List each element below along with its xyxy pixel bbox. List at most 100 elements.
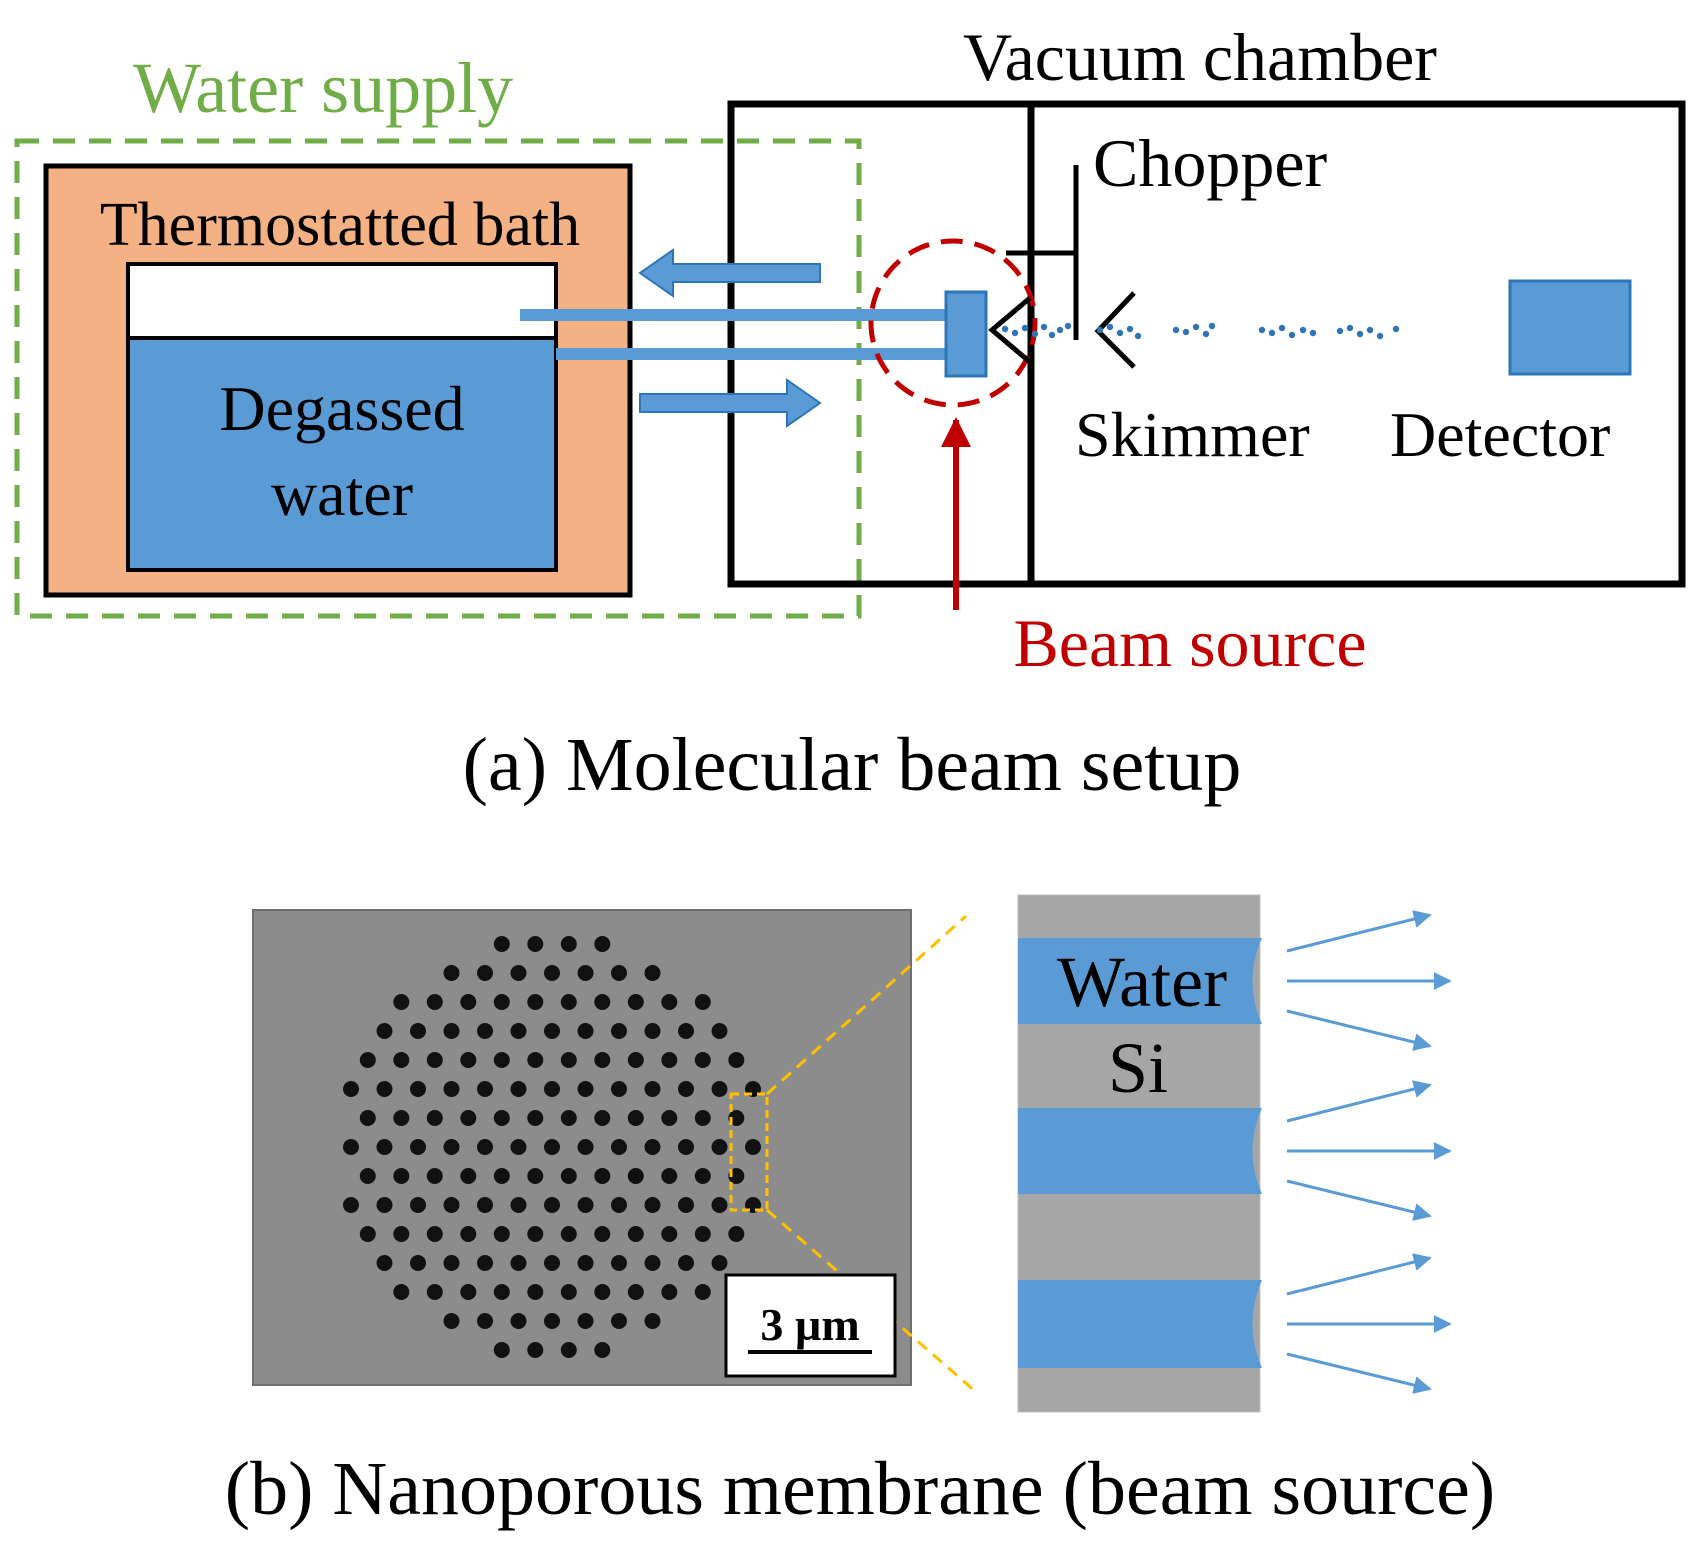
water-label-line2: water — [271, 458, 413, 529]
nanopore — [711, 1197, 728, 1213]
nanopore — [661, 1226, 678, 1242]
nanopore — [711, 1023, 728, 1039]
nanopore — [393, 994, 410, 1010]
nanopore — [644, 1023, 661, 1039]
nanopore — [426, 1284, 443, 1300]
nanopore — [611, 1197, 627, 1213]
nanopore — [594, 1342, 611, 1358]
zoom-region — [729, 1092, 769, 1212]
circulation-arrow-return — [638, 248, 821, 298]
nanopore — [678, 1023, 694, 1039]
nanopore — [426, 1052, 443, 1068]
nanopore — [410, 1197, 426, 1213]
nanopore — [611, 1313, 627, 1329]
nanopore — [694, 1168, 711, 1184]
nanopore — [694, 1226, 711, 1242]
nanopore — [611, 1255, 627, 1271]
nanopore — [493, 1284, 510, 1300]
nanopore — [644, 1313, 661, 1329]
beam-source-label: Beam source — [1013, 605, 1366, 681]
nanopore — [694, 1284, 711, 1300]
nanopore — [594, 1168, 611, 1184]
evaporation-arrow — [1286, 1352, 1432, 1394]
nanopore — [544, 1197, 560, 1213]
nanopore — [644, 1139, 661, 1155]
nanopore — [376, 1081, 393, 1097]
nanopore — [527, 1110, 544, 1126]
vacuum-chamber-label: Vacuum chamber — [963, 19, 1437, 95]
evaporation-arrow — [1286, 1009, 1432, 1051]
nanopore — [560, 1226, 577, 1242]
nanopore — [359, 1168, 376, 1184]
nanopore — [544, 965, 560, 981]
nanopore — [560, 1342, 577, 1358]
nanopore — [661, 1284, 678, 1300]
nanopore — [728, 1052, 745, 1068]
nanopore — [443, 1255, 460, 1271]
nanopore — [460, 1110, 477, 1126]
nanopore — [661, 994, 678, 1010]
beam-source-highlight — [868, 238, 1038, 408]
nanopore — [527, 1052, 544, 1068]
nanopore — [393, 1284, 410, 1300]
nanopore — [577, 1313, 594, 1329]
water-label-line1: Degassed — [219, 373, 464, 444]
nanopore — [477, 965, 493, 981]
nanopore — [493, 1226, 510, 1242]
nanopore — [443, 965, 460, 981]
scale-bar-label: 3 µm — [760, 1299, 859, 1350]
nanopore — [644, 1255, 661, 1271]
nanopore — [510, 1139, 527, 1155]
nanopore — [560, 936, 577, 952]
nanopore — [611, 1139, 627, 1155]
nanopore — [711, 1255, 728, 1271]
nanopore — [594, 936, 611, 952]
circulation-arrow-supply — [639, 378, 822, 428]
nanopore — [376, 1197, 393, 1213]
nanopore — [627, 1284, 644, 1300]
nanopore — [577, 1139, 594, 1155]
nanopore — [493, 994, 510, 1010]
nanopore — [410, 1139, 426, 1155]
nanopore — [594, 1110, 611, 1126]
supply-tube-upper — [520, 309, 948, 321]
nanopore — [493, 1342, 510, 1358]
nanopore — [594, 994, 611, 1010]
nanopore — [627, 1052, 644, 1068]
nanopore — [510, 965, 527, 981]
nanopore — [594, 1226, 611, 1242]
nanopore — [460, 1284, 477, 1300]
nanopore — [493, 1052, 510, 1068]
nanopore — [644, 1197, 661, 1213]
nanopore — [544, 1081, 560, 1097]
nanopore — [410, 1255, 426, 1271]
molecular-beam — [1001, 322, 1400, 340]
nanopore — [527, 1284, 544, 1300]
nanopore — [678, 1197, 694, 1213]
nanopore — [443, 1023, 460, 1039]
nanopore — [410, 1081, 426, 1097]
nanopore — [477, 1313, 493, 1329]
nanopore — [510, 1255, 527, 1271]
nanopore — [627, 994, 644, 1010]
nanopore — [745, 1139, 761, 1155]
nanopore — [577, 1197, 594, 1213]
nanopore — [460, 1168, 477, 1184]
nanopore — [477, 1197, 493, 1213]
zoom-guide-top — [765, 914, 968, 1096]
nanopore — [376, 1023, 393, 1039]
nanopore — [477, 1255, 493, 1271]
nanopore — [560, 994, 577, 1010]
vacuum-chamber — [727, 100, 1686, 588]
nanopore — [527, 936, 544, 952]
water-channel-2 — [1018, 1108, 1262, 1194]
nanopore — [661, 1110, 678, 1126]
nanopore — [460, 994, 477, 1010]
evaporation-arrows — [1286, 910, 1452, 1394]
supply-tube-lower — [556, 348, 948, 360]
nanopore — [678, 1255, 694, 1271]
water-supply-boundary — [14, 138, 862, 619]
nanopore — [426, 1110, 443, 1126]
water-label: Water — [1057, 942, 1227, 1022]
